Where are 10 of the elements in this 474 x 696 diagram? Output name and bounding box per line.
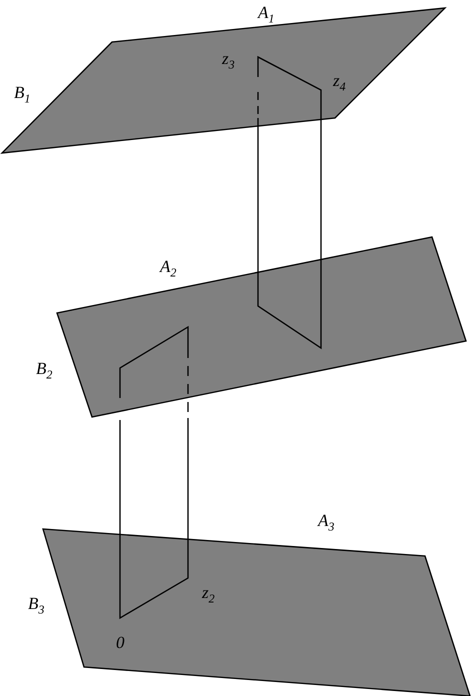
plane-label: B$_{1}$ bbox=[14, 84, 30, 104]
plane-label: A$_{1}$ bbox=[258, 4, 274, 24]
plane-label: A$_{3}$ bbox=[318, 512, 334, 532]
point-label: z$_{3}$ bbox=[222, 50, 235, 70]
point-label: z$_{2}$ bbox=[202, 584, 215, 604]
plane-label: B$_{2}$ bbox=[36, 360, 52, 380]
plane-label: A$_{2}$ bbox=[160, 258, 176, 278]
plane-label: B$_{3}$ bbox=[28, 595, 44, 616]
point-label: 0 bbox=[116, 634, 124, 651]
point-label: z$_{4}$ bbox=[333, 72, 346, 92]
